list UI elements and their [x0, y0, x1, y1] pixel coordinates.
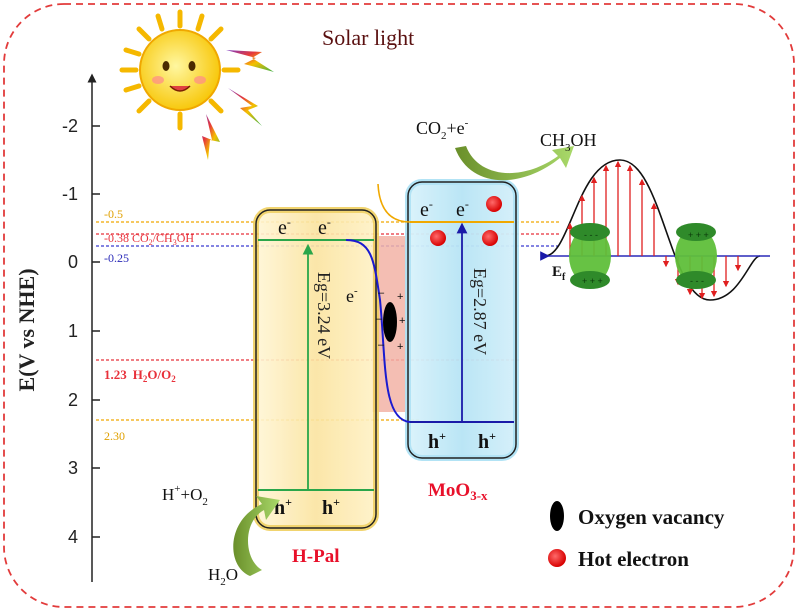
- fermi-level-label: Ef: [552, 264, 566, 283]
- y-tick-label: 0: [68, 252, 78, 272]
- moo3-hole: h+: [428, 429, 446, 453]
- positive-charge: +: [399, 315, 405, 327]
- co2-reduction-arrow: [455, 146, 574, 181]
- hpal-electron: e-: [278, 215, 291, 239]
- hpal-label: H-Pal: [292, 546, 340, 567]
- reactant-water: H2O: [208, 565, 238, 588]
- negative-charge: –: [378, 287, 385, 299]
- positive-charge: +: [397, 291, 403, 303]
- level-label-co2: -0.38 CO2/CH3OH: [104, 231, 194, 247]
- y-tick-label: 4: [68, 527, 78, 547]
- electron-transfer-curve: [345, 239, 411, 423]
- plasmon-wave-diagram: - - - + + + + + + - - -: [540, 159, 770, 301]
- level-label-cb-moo3: -0.25: [104, 251, 129, 265]
- product-ch3oh: CH3OH: [540, 130, 597, 154]
- negative-charge: –: [376, 313, 383, 325]
- hpal-hole: h+: [274, 495, 292, 519]
- sun-icon: [119, 9, 241, 131]
- hpal-hole: h+: [322, 495, 340, 519]
- y-axis-ticks: [92, 125, 100, 538]
- y-axis-label: E(V vs NHE): [14, 268, 39, 391]
- product-oxygen: H++O2: [162, 483, 208, 508]
- legend-hot-electron-label: Hot electron: [578, 547, 689, 571]
- hot-electron-icon: [430, 196, 502, 246]
- y-tick-label: 1: [68, 321, 78, 341]
- y-tick-label: 3: [68, 458, 78, 478]
- frame-border: [3, 3, 795, 608]
- y-tick-label: 2: [68, 390, 78, 410]
- legend-vacancy-label: Oxygen vacancy: [578, 505, 725, 529]
- band-bending-curve: [377, 183, 411, 223]
- svg-text:- - -: - - -: [690, 276, 704, 286]
- y-tick-label: -1: [62, 184, 78, 204]
- level-label-vb-hpal: 2.30: [104, 429, 125, 443]
- interface-electron: e-: [346, 285, 358, 306]
- oxygen-vacancy-icon: [383, 302, 397, 342]
- moo3-hole: h+: [478, 429, 496, 453]
- hpal-band-box: [253, 207, 379, 531]
- light-rays-icon: [202, 50, 274, 160]
- reactant-co2: CO2+e-: [416, 117, 469, 142]
- y-tick-label: -2: [62, 116, 78, 136]
- moo3-label: MoO3-x: [428, 480, 488, 503]
- svg-text:+ + +: + + +: [688, 230, 709, 240]
- hpal-electron: e-: [318, 215, 331, 239]
- nanoparticle-icon: - - - + + +: [569, 223, 611, 289]
- svg-text:- - -: - - -: [584, 230, 598, 240]
- nanoparticle-icon: + + + - - -: [675, 223, 717, 289]
- negative-charge: –: [378, 339, 385, 351]
- water-oxidation-arrow: [233, 496, 280, 576]
- level-label-cb-hpal: -0.5: [104, 207, 123, 221]
- legend-hot-electron-icon: [548, 549, 566, 567]
- hpal-bandgap: Eg=3.24 eV: [314, 272, 334, 359]
- legend-vacancy-icon: [550, 501, 564, 531]
- svg-text:+ + +: + + +: [582, 276, 603, 286]
- positive-charge: +: [397, 341, 403, 353]
- title-text: Solar light: [322, 25, 414, 50]
- moo3-electron: e-: [420, 197, 433, 221]
- moo3-electron: e-: [456, 197, 469, 221]
- moo3-bandgap: Eg=2.87 eV: [470, 268, 490, 355]
